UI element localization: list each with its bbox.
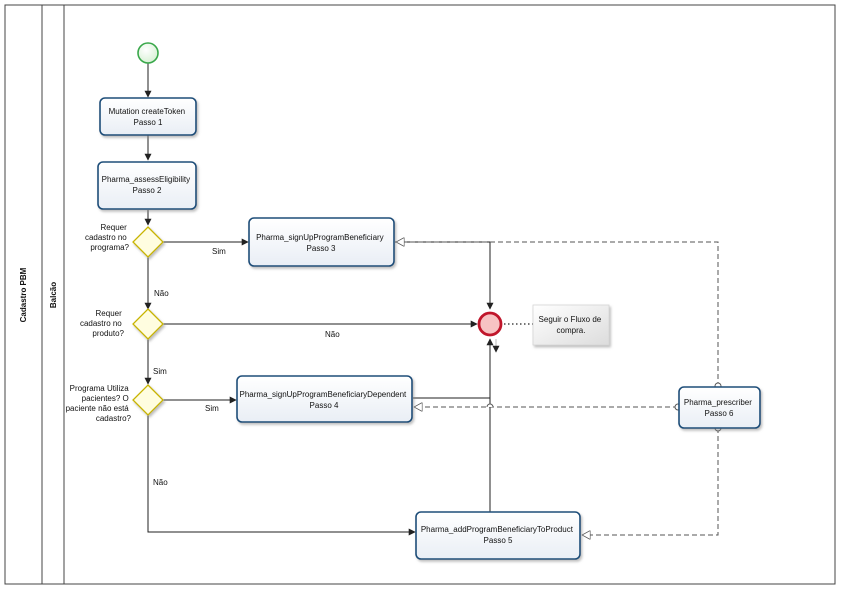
- task-signup-program-beneficiary[interactable]: Pharma_signUpProgramBeneficiary Passo 3: [248, 217, 395, 267]
- flow-gateway3-to-task5: [147, 415, 416, 536]
- lane-title: Balcão: [49, 282, 58, 308]
- task-add-program-beneficiary-to-product[interactable]: Pharma_addProgramBeneficiaryToProduct Pa…: [415, 511, 581, 560]
- line-hop: [486, 403, 494, 408]
- task-create-token[interactable]: Mutation createToken Passo 1: [99, 97, 197, 136]
- end-event[interactable]: [477, 311, 503, 337]
- svg-text:Pharma_prescriber Passo: Pharma_prescriber Passo 6: [684, 398, 754, 418]
- gateway2-label: Requer cadastro no produto?: [80, 309, 125, 338]
- flow-label-g3-sim: Sim: [205, 404, 219, 413]
- msg-prescriber-to-task3: [396, 242, 719, 387]
- svg-text:Pharma_signUpProgramBeneficiar: Pharma_signUpProgramBeneficiary Passo 3: [256, 233, 386, 253]
- task-prescriber[interactable]: Pharma_prescriber Passo 6: [678, 386, 761, 429]
- message-flows: [396, 242, 719, 535]
- flow-label-g2-sim: Sim: [153, 367, 167, 376]
- task-signup-program-beneficiary-dependent[interactable]: Pharma_signUpProgramBeneficiaryDependent…: [236, 375, 413, 423]
- task-assess-eligibility[interactable]: Pharma_assessEligibility Passo 2: [97, 161, 197, 210]
- gateway-requer-cadastro-produto[interactable]: [132, 308, 164, 340]
- svg-text:Pharma_addProgramBeneficiaryTo: Pharma_addProgramBeneficiaryToProduct Pa…: [421, 525, 575, 545]
- gateway-programa-utiliza-pacientes[interactable]: [132, 384, 164, 416]
- svg-text:Seguir o Fluxo de compra: Seguir o Fluxo de compra.: [539, 315, 604, 335]
- msg-prescriber-to-task5: [582, 428, 719, 535]
- flow-label-g1-sim: Sim: [212, 247, 226, 256]
- gateway1-label: Requer cadastro no programa?: [85, 223, 130, 252]
- svg-text:Pharma_signUpProgramBeneficiar: Pharma_signUpProgramBeneficiaryDependent…: [240, 390, 409, 410]
- flow-label-g3-nao: Não: [153, 478, 168, 487]
- svg-text:Mutation createToken Pas: Mutation createToken Passo 1: [109, 107, 188, 127]
- start-event[interactable]: [137, 42, 159, 64]
- gateway-requer-cadastro-programa[interactable]: [132, 226, 164, 258]
- gateway3-label: Programa Utiliza pacientes? O paciente n…: [66, 384, 132, 423]
- flow-label-g2-nao: Não: [325, 330, 340, 339]
- annotation-seguir-fluxo: Seguir o Fluxo de compra.: [532, 304, 610, 346]
- pool-border: [4, 4, 836, 585]
- svg-text:Pharma_assessEligibility: Pharma_assessEligibility Passo 2: [102, 175, 193, 195]
- flow-label-g1-nao: Não: [154, 289, 169, 298]
- pool-title: Cadastro PBM: [19, 267, 28, 322]
